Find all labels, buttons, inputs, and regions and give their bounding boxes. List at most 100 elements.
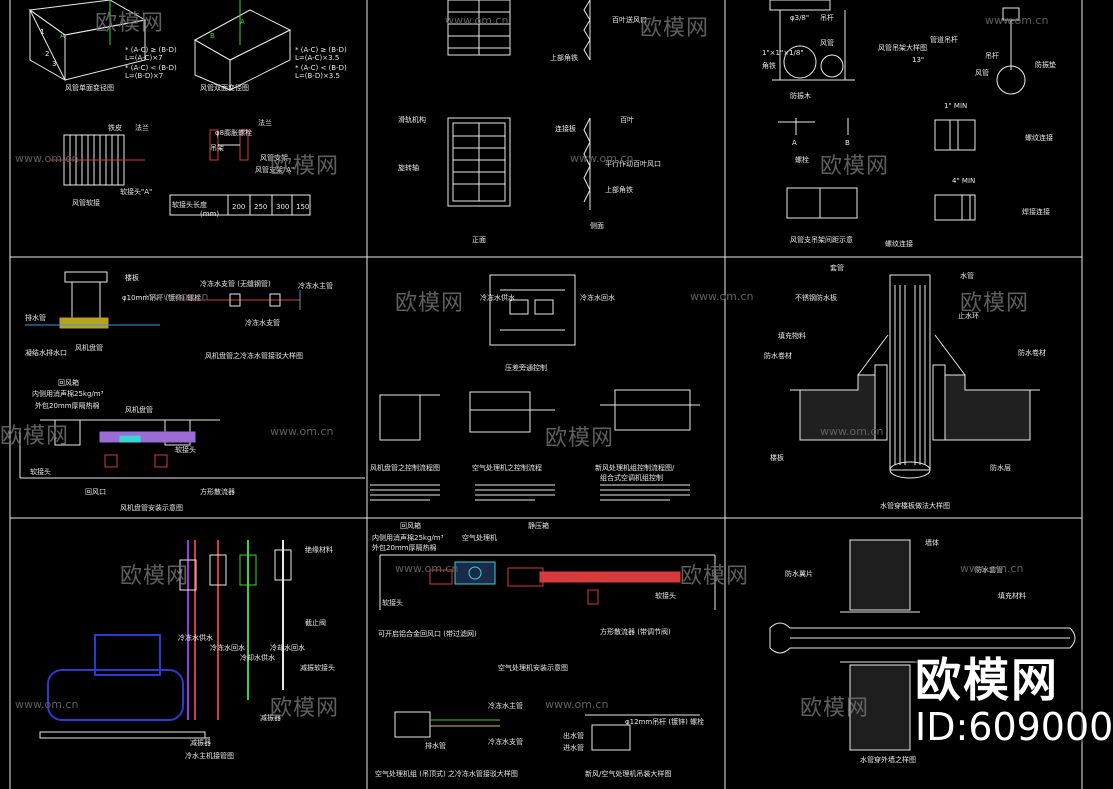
label-l4: 铁皮	[108, 123, 122, 132]
label-l41b: 螺纹连接	[885, 239, 913, 248]
label-l58: 内侧用消声棉25kg/m³	[32, 389, 104, 398]
label-l77: 止水环	[958, 311, 979, 320]
cell1-labels: 风管单面变径图 风管双面变径图 风管软接 铁皮 法兰 φ8膨胀螺栓 法兰 风管支…	[60, 32, 347, 218]
label-l103: 排水管	[425, 741, 446, 750]
label-l53: 风机盘管	[75, 343, 103, 352]
brand-id-text: ID:609000	[915, 705, 1113, 749]
label-l22: 滑轨机构	[398, 115, 426, 124]
label-l29: 侧面	[590, 221, 604, 230]
label-l66: 压差旁通控制	[505, 363, 547, 372]
label-l101: 冷冻水主管	[488, 701, 523, 710]
watermark-url-12: www.om.cn	[545, 698, 609, 711]
label-l54: 排水管	[25, 313, 46, 322]
label-l57: 回风箱	[58, 378, 79, 387]
label-l127: 风管支架"A"	[255, 165, 294, 174]
label-l86: 冷却水回水	[270, 643, 305, 652]
cell3-labels: φ3/8" 吊杆 1"×1"×1/8" 角铁 防振木 风管 风管吊架大样图 13…	[762, 13, 1056, 248]
label-l44: 吊杆	[985, 51, 999, 60]
misc-labels: 冷冻水供水 冷冻水回水 冷却水供水 冷却水回水 1 2 3 A	[40, 18, 305, 662]
watermark-brand-7: 欧模网	[0, 424, 70, 449]
duct-transition-drawings	[28, 0, 311, 216]
label-l115: 2	[45, 50, 49, 58]
label-l17: L=(B-D)×7	[125, 72, 163, 80]
label-l74: 不锈钢防水板	[795, 293, 837, 302]
label-l85: 冷却水供水	[240, 653, 275, 662]
label-l14: 300	[276, 203, 289, 211]
label-l81: 水管穿楼板做法大样图	[880, 501, 950, 510]
label-l122: * (A-C) ≥ (B-D)	[125, 46, 177, 54]
cell4-labels: 冷冻水支管 (无缝钢管) 冷冻水主管 φ10mm吊杆 (镀锌) 螺栓 楼板 凝结…	[25, 273, 333, 512]
label-l55: 冷冻水支管	[245, 318, 280, 327]
label-l124: * (A-C) ≥ (B-D)	[295, 46, 347, 54]
label-l83: 冷冻水供水	[178, 633, 213, 642]
label-l15: 150	[296, 203, 309, 211]
label-l28: 正面	[472, 236, 486, 244]
label-l11: (mm)	[200, 210, 219, 218]
label-l67: 冷冻水供水	[480, 293, 515, 302]
label-l24: 旋转轴	[398, 163, 419, 172]
label-l111: 防水翼片	[785, 569, 813, 578]
cell5-labels: 压差旁通控制 冷冻水供水 冷冻水回水 风机盘管之控制流程图 空气处理机之控制流程…	[370, 293, 675, 482]
watermark-url-11: www.om.cn	[15, 698, 79, 711]
label-l72: 组合式空调机组控制	[600, 473, 663, 482]
label-l27: 百叶	[620, 115, 634, 124]
cell8-labels: 回风箱 静压箱 空气处理机 内侧用消声棉25kg/m³ 外包20mm厚隔热棉 软…	[372, 521, 704, 778]
label-l25: 平行作动百叶风口	[605, 159, 661, 168]
louvre-drawings	[447, 0, 591, 210]
fcu-piping-drawings	[19, 271, 365, 479]
label-l113: 水管穿外墙之样图	[860, 755, 916, 764]
watermark-url-5: www.om.cn	[145, 290, 209, 303]
label-l59: 外包20mm厚隔热棉	[35, 401, 100, 410]
label-l45: 风管	[975, 68, 989, 77]
chiller-piping	[39, 540, 292, 739]
label-l78: 楼板	[770, 453, 784, 462]
label-l7: 法兰	[258, 118, 272, 127]
label-l42: 焊接连接	[1022, 207, 1050, 216]
watermark-url-1: www.om.cn	[445, 14, 509, 27]
label-l118: B	[210, 32, 215, 40]
label-l117: A	[60, 32, 65, 40]
label-l69: 风机盘管之控制流程图	[370, 463, 440, 472]
label-l90: 冷水主机接管图	[185, 751, 234, 760]
label-l119: A	[792, 139, 797, 147]
label-l60: 风机盘管	[125, 405, 153, 414]
label-l87b: 减振器	[190, 738, 211, 747]
label-l87: 减振器	[260, 713, 281, 722]
label-l21: 上部角铁	[550, 53, 578, 62]
label-l75: 填充物料	[778, 331, 806, 340]
watermark-url-7: www.om.cn	[270, 425, 334, 438]
watermark-brand-12: 欧模网	[800, 696, 870, 721]
label-l107: 空气处理机组 (吊顶式) 之冷冻水管接驳大样图	[375, 769, 518, 778]
cell6-labels: 套管 不锈钢防水板 填充物料 防水卷材 止水环 楼板 防水层 水管 水管穿楼板做…	[764, 263, 1046, 510]
cell2-labels: 百叶送风口 上部角铁 滑轨机构 连接板 旋转轴 平行作动百叶风口 上部角铁 百叶…	[398, 15, 661, 244]
brand-overlay: 欧模网 ID:609000	[915, 654, 1113, 748]
label-l84: 冷冻水回水	[210, 643, 245, 652]
label-l68: 冷冻水回水	[580, 293, 615, 302]
label-l61: 软接头	[30, 467, 51, 476]
watermark-url-6: www.om.cn	[690, 290, 754, 303]
label-l104: φ12mm吊杆 (镀锌) 螺栓	[625, 717, 704, 726]
label-l10: 软接头长度	[172, 200, 207, 209]
ahu-install	[379, 554, 716, 751]
label-l48: 冷冻水支管 (无缝钢管)	[200, 279, 271, 288]
label-l71: 新风处理机组控制流程图/	[595, 463, 675, 472]
label-l13: 250	[254, 203, 267, 211]
label-l3: 风管软接	[72, 198, 100, 207]
label-l105: 出水管	[563, 731, 584, 740]
label-l51: 楼板	[125, 273, 139, 282]
label-l12: 200	[232, 203, 245, 211]
label-l9: 吊架	[210, 144, 224, 152]
pipe-through-wall	[769, 539, 1076, 751]
label-l40: 风管支吊架间距示意	[790, 235, 853, 244]
label-l16: L=(A-C)×7	[125, 54, 163, 62]
label-l30: φ3/8"	[790, 14, 809, 22]
label-l43: 管道吊杆	[930, 35, 958, 44]
label-l20: 百叶送风口	[612, 15, 647, 24]
label-l47: 螺栓	[795, 155, 809, 164]
label-l23: 连接板	[555, 124, 576, 133]
watermark-url-9: www.om.cn	[395, 562, 459, 575]
label-l95: 外包20mm厚隔热棉	[372, 543, 437, 552]
label-l35: 风管	[820, 38, 834, 47]
control-schematics	[370, 274, 700, 501]
